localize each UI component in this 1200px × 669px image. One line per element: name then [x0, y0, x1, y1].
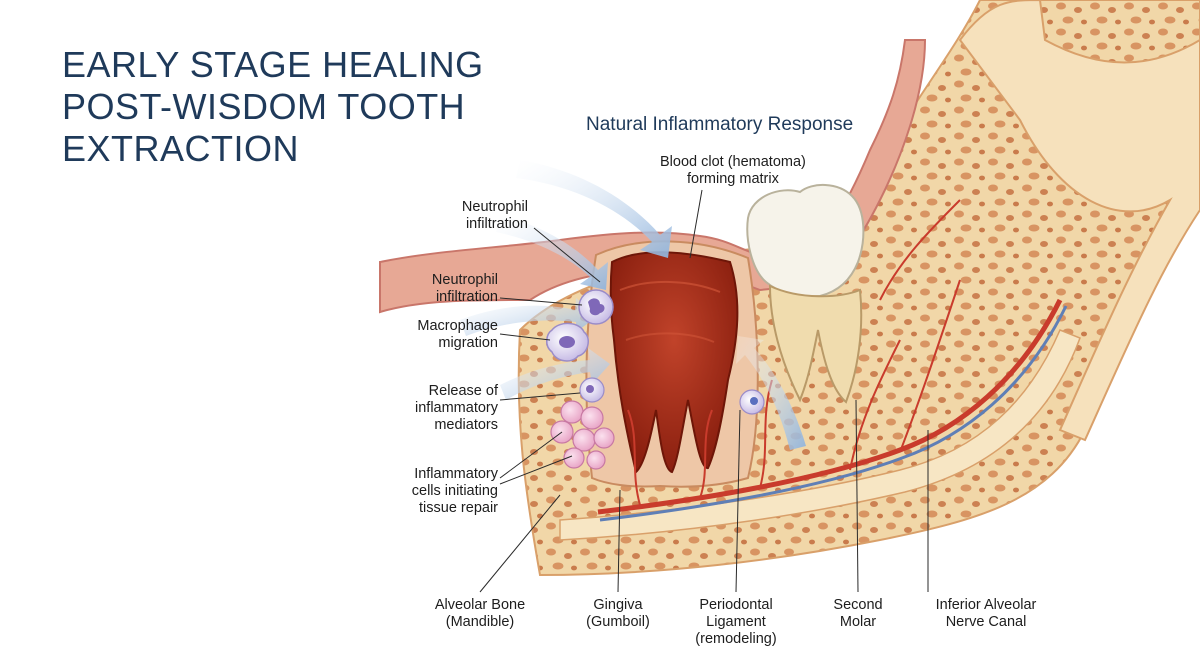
label-neutrophil-infiltration-top: Neutrophil infiltration: [461, 199, 528, 232]
mediator-cell-icon: [579, 377, 765, 415]
leader-lines: [479, 189, 929, 593]
label-blood-clot: Blood clot (hematoma) forming matrix: [660, 154, 806, 187]
blood-clot-hematoma: [609, 251, 739, 474]
bone-cortex-right: [958, 0, 1200, 442]
page-title: EARLY STAGE HEALING POST-WISDOM TOOTH EX…: [62, 44, 484, 170]
second-molar-roots: [768, 284, 863, 404]
title-line: EXTRACTION: [62, 128, 300, 169]
inferior-alveolar-vein: [599, 305, 1068, 522]
label-macrophage-migration: Macrophage migration: [417, 318, 498, 351]
label-nerve-canal: Inferior Alveolar Nerve Canal: [935, 597, 1037, 630]
second-molar-crown: [746, 184, 865, 298]
label-inflammatory-mediators: Release of inflammatory mediators: [415, 383, 498, 433]
vessel-branches: [627, 199, 961, 506]
macrophage-cell-icon: [546, 322, 589, 362]
inflammatory-cell-cluster-icon: [550, 400, 615, 470]
label-inflammatory-cells: Inflammatory cells initiating tissue rep…: [411, 466, 498, 516]
neutrophil-cell-icon: [578, 289, 614, 325]
title-line: POST-WISDOM TOOTH: [62, 86, 466, 127]
label-periodontal-ligament: Periodontal Ligament (remodeling): [695, 597, 777, 647]
label-gingiva: Gingiva (Gumboil): [586, 597, 650, 630]
label-neutrophil-infiltration: Neutrophil infiltration: [431, 272, 498, 305]
diagram-subtitle: Natural Inflammatory Response: [586, 114, 854, 135]
title-line: EARLY STAGE HEALING: [62, 44, 484, 85]
blood-flow-arrow-icon: [460, 160, 806, 450]
label-second-molar: Second Molar: [833, 597, 883, 630]
label-alveolar-bone: Alveolar Bone (Mandible): [434, 597, 526, 630]
